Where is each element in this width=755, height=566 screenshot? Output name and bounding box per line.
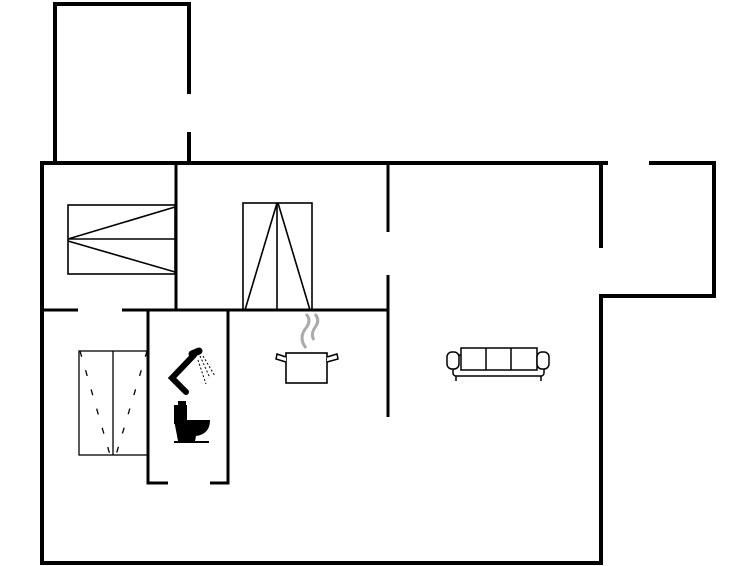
main-outer-wall (40, 161, 716, 565)
wall-bathroom (146, 310, 230, 485)
bed-icon (242, 202, 313, 311)
bed-icon (67, 204, 176, 275)
sofa-icon (446, 347, 550, 381)
bed-icon (78, 350, 149, 456)
toilet-icon (174, 401, 210, 443)
steam-icon (300, 312, 320, 349)
shower-icon (167, 347, 216, 395)
top-annex-wall (53, 2, 191, 165)
outer-walls (40, 2, 716, 565)
cooking-pot-icon (275, 312, 339, 384)
interior-walls (42, 163, 390, 485)
